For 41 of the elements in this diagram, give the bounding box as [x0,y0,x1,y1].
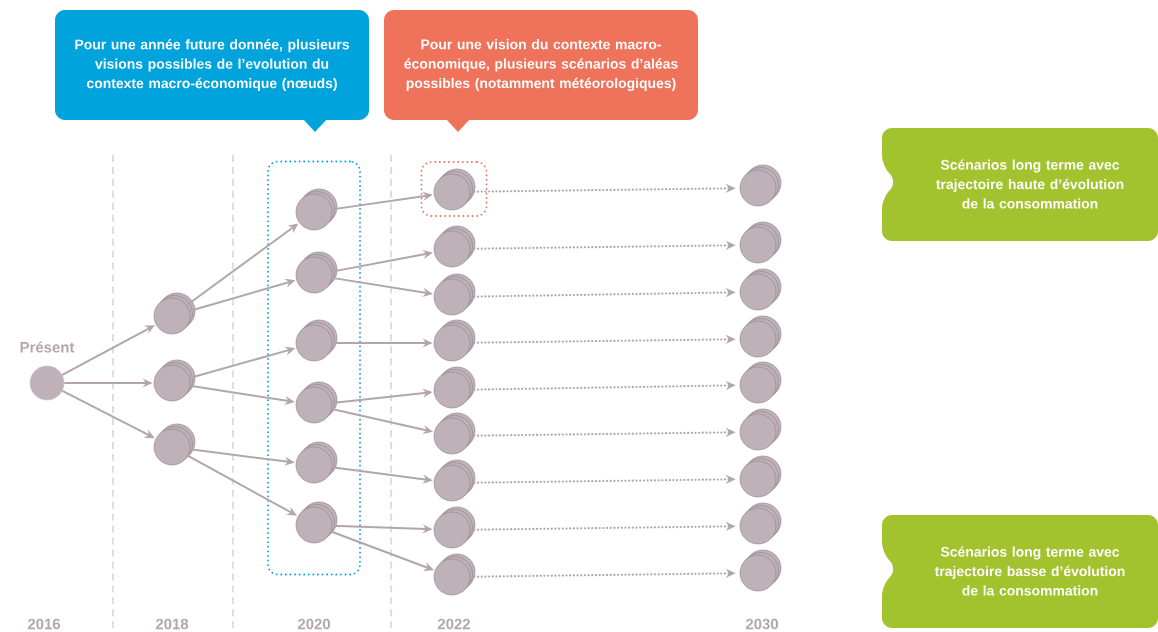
scenario-node [739,502,782,545]
scenario-node [153,423,196,466]
scenario-node [433,168,476,211]
scenario-node [433,412,476,455]
scenario-node [433,459,476,502]
scenario-node [433,319,476,362]
scenario-node [739,361,782,404]
callout-bubble: Pour une année future donnée, plusieurs visions possibles de l’evolution du contexte macro-économique (nœuds) [55,10,369,132]
scenario-node [433,273,476,316]
node-caption: Présent [20,341,75,353]
scenario-node [153,359,196,402]
scenario-node [295,381,338,424]
scenario-node [433,225,476,268]
scenario-node [433,553,476,596]
year-label: 2018 [155,618,189,630]
scenario-node [739,455,782,498]
scenario-node [433,506,476,549]
arrow [61,325,155,376]
scenario-node [739,221,782,264]
callout-tag: Scénarios long terme avec trajectoire basse d’évolution de la consommation [882,515,1158,628]
year-label: 2022 [437,618,470,630]
scenario-node [153,292,196,335]
scenario-node [295,251,338,294]
scenario-node [433,366,476,409]
scenario-node [739,408,782,451]
callout-bubble: Pour une vision du contexte macro-économique, plusieurs scénarios d’aléas possibles (notamment météorologiques) [384,10,698,132]
year-label: 2030 [745,618,778,630]
scenario-node [739,549,782,592]
scenario-node [739,268,782,311]
dotted-frame [420,161,488,217]
year-label: 2020 [297,618,330,630]
year-label: 2016 [27,618,61,630]
scenario-node [295,501,338,544]
callout-tag: Scénarios long terme avec trajectoire haute d’évolution de la consommation [882,128,1158,241]
scenario-node [739,164,782,207]
dotted-frame [267,160,361,576]
scenario-node [295,188,338,231]
scenario-node [295,319,338,362]
scenario-node [739,315,782,358]
scenario-node [295,441,338,484]
scenario-node [29,365,65,401]
